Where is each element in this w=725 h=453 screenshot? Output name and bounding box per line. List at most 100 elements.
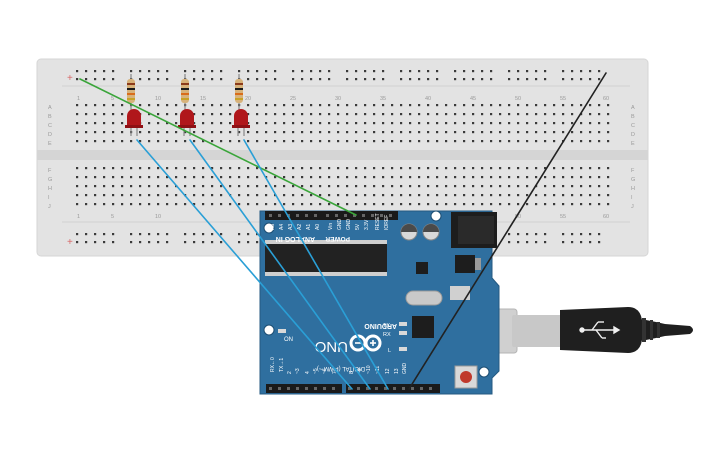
breadboard-hole (238, 167, 241, 170)
header-pin[interactable] (402, 387, 405, 390)
row-letter: G (48, 177, 52, 183)
header-pin[interactable] (371, 214, 374, 217)
resistor-2[interactable] (181, 74, 189, 110)
header-pin[interactable] (389, 214, 392, 217)
breadboard-hole (418, 185, 421, 188)
breadboard-hole (454, 131, 457, 134)
header-pin[interactable] (393, 387, 396, 390)
breadboard-hole (166, 203, 169, 206)
breadboard-hole (517, 104, 520, 107)
breadboard-hole (382, 167, 385, 170)
breadboard-hole (490, 70, 493, 73)
breadboard-hole (544, 194, 547, 197)
header-pin[interactable] (278, 214, 281, 217)
breadboard-hole (220, 203, 223, 206)
breadboard-hole (328, 70, 331, 73)
breadboard-hole (508, 131, 511, 134)
breadboard-hole (364, 140, 367, 143)
breadboard-hole (166, 104, 169, 107)
breadboard-hole (580, 176, 583, 179)
led-3[interactable] (232, 109, 250, 136)
header-pin[interactable] (314, 214, 317, 217)
analog-header[interactable] (265, 211, 323, 220)
wire-blue-2[interactable] (189, 139, 371, 390)
header-pin[interactable] (357, 387, 360, 390)
header-pin[interactable] (384, 387, 387, 390)
breadboard-hole (85, 185, 88, 188)
header-pin[interactable] (335, 214, 338, 217)
header-pin[interactable] (375, 387, 378, 390)
header-pin[interactable] (296, 214, 299, 217)
header-pin[interactable] (420, 387, 423, 390)
header-pin[interactable] (305, 214, 308, 217)
breadboard-hole (382, 140, 385, 143)
digital-pwm-label: DIGITAL (PWM ~) (317, 365, 365, 371)
header-pin[interactable] (326, 214, 329, 217)
breadboard-hole (508, 167, 511, 170)
header-pin[interactable] (287, 387, 290, 390)
breadboard-hole (373, 122, 376, 125)
header-pin[interactable] (366, 387, 369, 390)
header-pin[interactable] (353, 214, 356, 217)
breadboard-hole (571, 131, 574, 134)
led-1[interactable] (125, 109, 143, 136)
pin-label-d10: ~10 (366, 365, 372, 374)
breadboard-hole (526, 185, 529, 188)
wire-black-gnd[interactable] (408, 72, 607, 390)
breadboard-hole (85, 104, 88, 107)
breadboard-hole (310, 104, 313, 107)
wire-blue-3[interactable] (243, 139, 389, 390)
breadboard-hole (589, 241, 592, 244)
breadboard-hole (427, 131, 430, 134)
header-pin[interactable] (314, 387, 317, 390)
header-pin[interactable] (323, 387, 326, 390)
led-2[interactable] (178, 109, 196, 136)
breadboard-hole (445, 104, 448, 107)
breadboard-hole (211, 70, 214, 73)
breadboard-hole (301, 176, 304, 179)
breadboard-hole (157, 78, 160, 81)
digital-header-low[interactable] (266, 384, 342, 393)
header-pin[interactable] (411, 387, 414, 390)
breadboard-hole (193, 185, 196, 188)
header-pin[interactable] (269, 387, 272, 390)
breadboard-hole (148, 203, 151, 206)
header-pin[interactable] (332, 387, 335, 390)
arduino-board[interactable]: ANALOG IN POWER ON TX RX L DIGITAL (PWM … (259, 210, 500, 395)
resistor-3[interactable] (235, 74, 243, 110)
breadboard-hole (355, 131, 358, 134)
breadboard-hole (364, 122, 367, 125)
wire-blue-1[interactable] (136, 139, 353, 390)
header-pin[interactable] (305, 387, 308, 390)
breadboard-hole (607, 185, 610, 188)
breadboard-hole (580, 185, 583, 188)
breadboard-hole (193, 113, 196, 116)
breadboard-hole (94, 122, 97, 125)
header-pin[interactable] (362, 214, 365, 217)
breadboard-hole (148, 233, 151, 236)
breadboard-hole (562, 241, 565, 244)
breadboard-hole (283, 104, 286, 107)
breadboard-hole (571, 233, 574, 236)
breadboard-hole (427, 140, 430, 143)
breadboard-hole (121, 131, 124, 134)
header-pin[interactable] (278, 387, 281, 390)
header-pin[interactable] (296, 387, 299, 390)
breadboard-hole (535, 70, 538, 73)
header-pin[interactable] (380, 214, 383, 217)
pin-label-d1: TX→1 (279, 358, 285, 372)
breadboard-hole (220, 241, 223, 244)
header-pin[interactable] (269, 214, 272, 217)
header-pin[interactable] (348, 387, 351, 390)
wire-green-5v[interactable] (79, 78, 357, 216)
header-pin[interactable] (429, 387, 432, 390)
header-pin[interactable] (344, 214, 347, 217)
col-num-bottom: 1 (77, 214, 80, 220)
breadboard-hole (517, 70, 520, 73)
power-header[interactable] (323, 211, 398, 220)
pin-label-3v3: 3.3V (364, 219, 370, 230)
breadboard-hole (211, 104, 214, 107)
breadboard-hole (328, 78, 331, 81)
reset-button[interactable] (454, 365, 478, 389)
breadboard-hole (202, 203, 205, 206)
